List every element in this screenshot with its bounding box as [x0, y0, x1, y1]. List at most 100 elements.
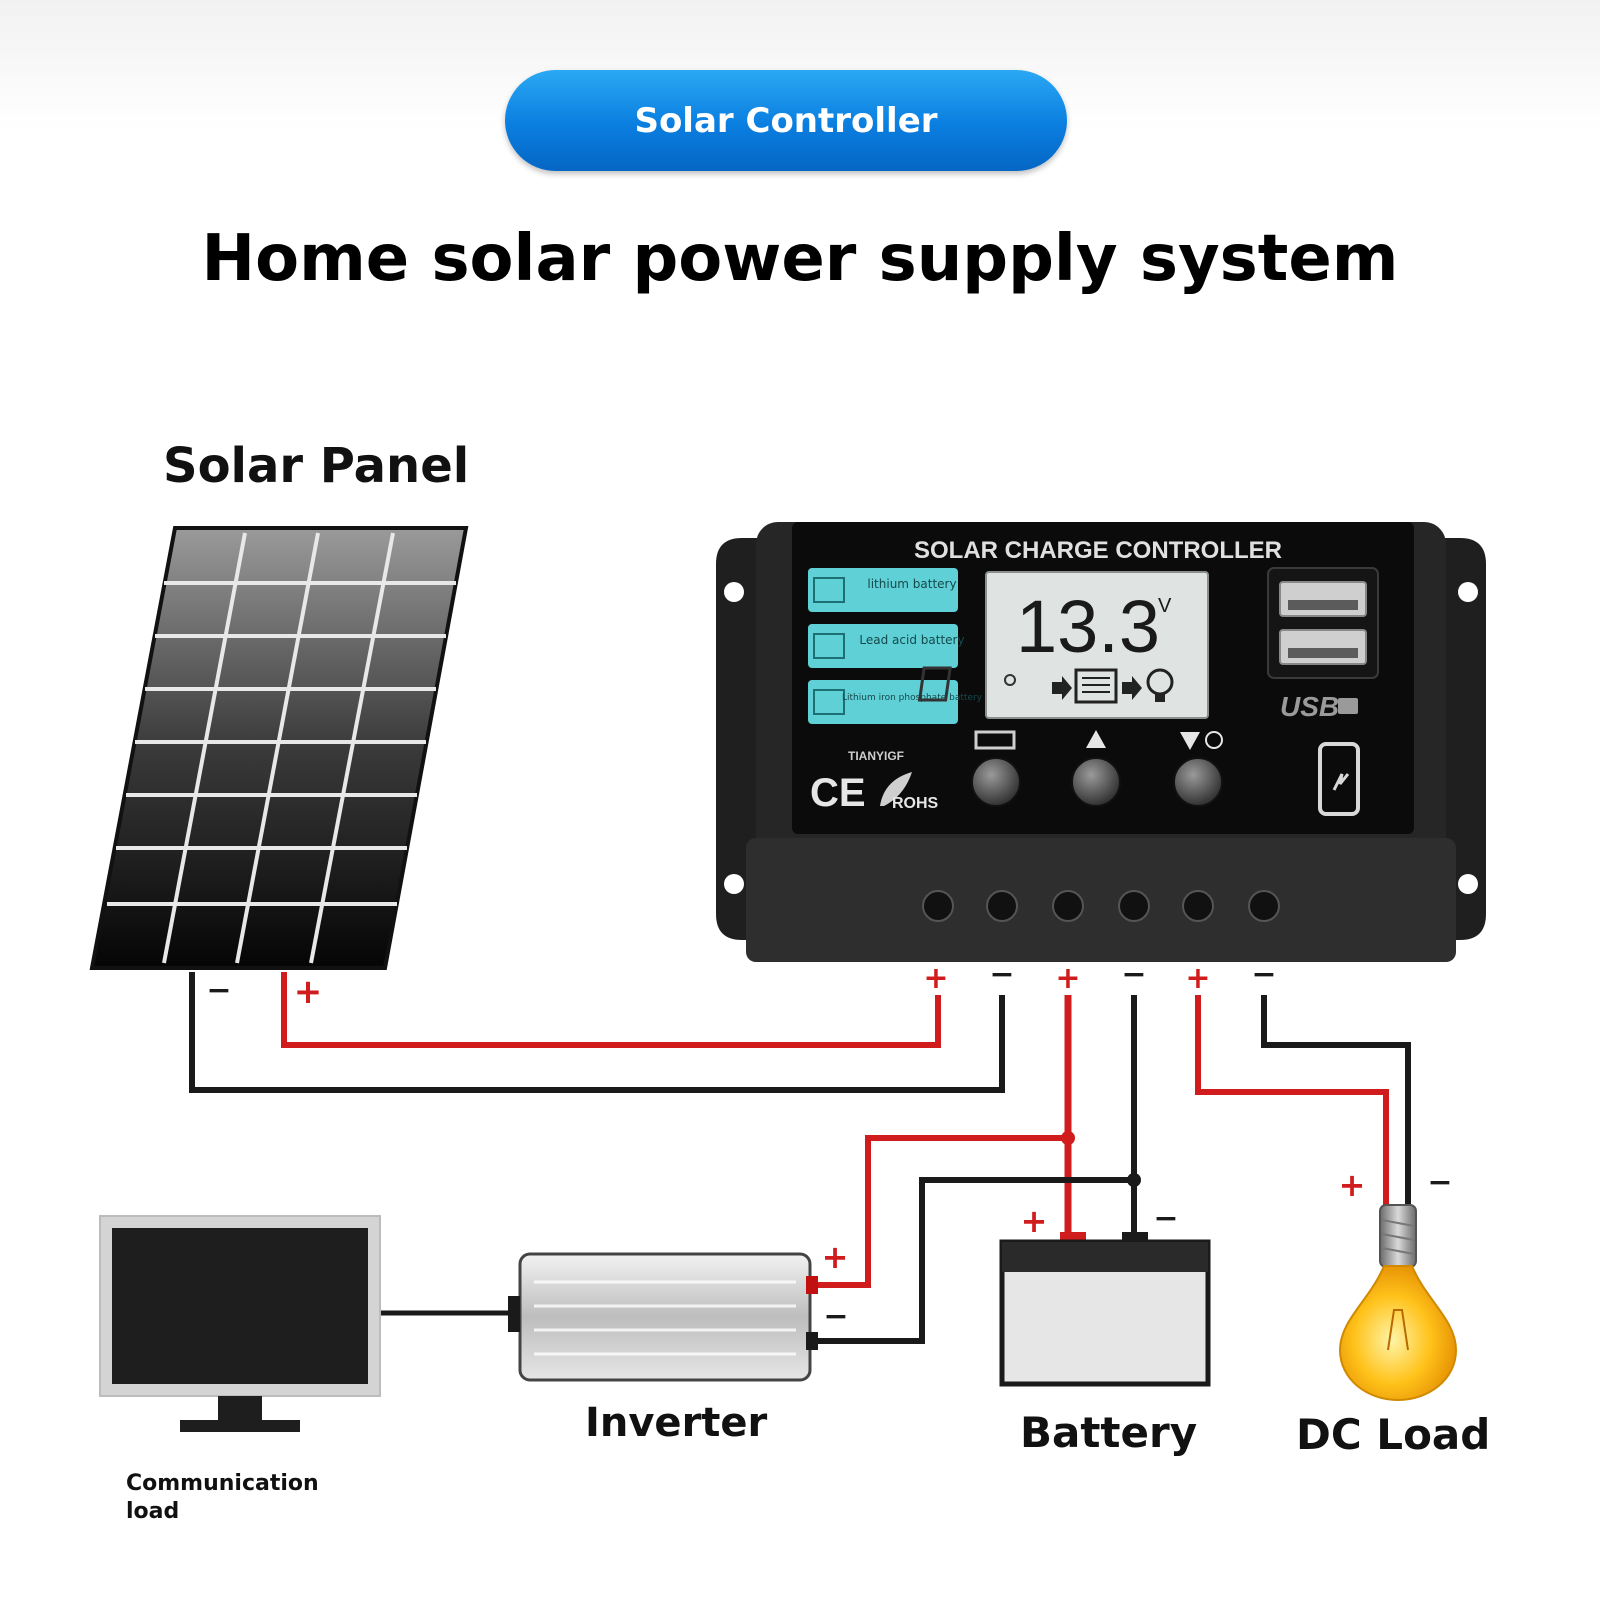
inverter-ac-port — [508, 1296, 520, 1332]
inverter-negative-terminal — [806, 1332, 818, 1350]
bulb-glass — [1338, 1265, 1458, 1402]
battery-minus-mark: − — [1153, 1201, 1178, 1236]
bulb-icon — [1205, 731, 1223, 749]
monitor-base — [180, 1420, 300, 1432]
wires — [189, 972, 1411, 1344]
dc-load-label: DC Load — [1296, 1410, 1491, 1459]
menu-icon — [974, 730, 1016, 750]
usb-plug-icon — [1338, 698, 1358, 714]
bulb-base — [1155, 694, 1165, 702]
down-button[interactable] — [1173, 757, 1223, 807]
controller-title: SOLAR CHARGE CONTROLLER — [914, 537, 1282, 564]
type-label-lithium: lithium battery — [867, 577, 956, 591]
bulb-plus-mark: + — [1339, 1166, 1366, 1204]
pv-plus-mark: + — [923, 961, 948, 996]
rohs-mark: ROHS — [892, 795, 939, 812]
bulb-threads — [1381, 1219, 1415, 1255]
bulb-filament — [1387, 1309, 1409, 1351]
up-button[interactable] — [1071, 757, 1121, 807]
mount-hole — [1458, 582, 1478, 602]
mount-hole — [724, 582, 744, 602]
type-button-lithium[interactable] — [808, 568, 958, 612]
menu-button[interactable] — [971, 757, 1021, 807]
leaf-icon — [880, 772, 912, 806]
load-minus-mark: − — [1251, 957, 1276, 992]
inverter-label: Inverter — [585, 1400, 768, 1446]
monitor-icon — [99, 1215, 381, 1432]
panel-positive-wire — [281, 972, 941, 1048]
battery-label: Battery — [1020, 1408, 1198, 1457]
load-positive-wire — [1195, 995, 1389, 1205]
usb-port-2-tongue — [1288, 648, 1358, 658]
negative-junction — [1127, 1173, 1141, 1187]
panel-plus-mark: + — [294, 972, 323, 1012]
inverter-body — [518, 1252, 812, 1382]
arrow-icon — [1122, 676, 1142, 700]
battery-icon — [999, 1232, 1211, 1387]
ce-mark: CE — [810, 771, 866, 815]
polarity-marks: − + + − + − + − + − + − + − — [206, 957, 1452, 1334]
lcd-screen — [985, 571, 1209, 719]
panel-negative-wire — [189, 972, 1005, 1093]
type-label-lifepo4: Lithium iron phosphate battery — [842, 693, 983, 703]
battery-bars — [1082, 677, 1110, 693]
monitor-neck — [218, 1396, 262, 1420]
load-plus-mark: + — [1185, 961, 1210, 996]
up-icon — [1086, 730, 1106, 748]
solar-panel-icon — [89, 526, 469, 970]
arrow-icon — [1052, 676, 1072, 700]
solar-controller-badge: Solar Controller — [505, 70, 1067, 171]
terminal-bat-plus — [1052, 890, 1084, 922]
usb-port-1[interactable] — [1279, 581, 1367, 617]
battery-plus-mark: + — [1021, 1202, 1048, 1240]
solar-panel-label: Solar Panel — [163, 438, 470, 494]
bolt — [1332, 773, 1350, 791]
terminal-pv-minus — [986, 890, 1018, 922]
solar-panel-icon — [917, 666, 952, 702]
battery-icon — [813, 633, 845, 659]
usb-port-2[interactable] — [1279, 629, 1367, 665]
terminal-load-plus — [1182, 890, 1214, 922]
headline: Home solar power supply system — [201, 222, 1399, 296]
inverter-minus-mark: − — [823, 1299, 848, 1334]
lcd-display: 13.3 V — [917, 571, 1209, 719]
inverter-icon — [508, 1252, 818, 1382]
positive-junction — [1061, 1131, 1075, 1145]
usb-port-1-tongue — [1288, 600, 1358, 610]
panel-minus-mark: − — [206, 973, 231, 1008]
battery-lid — [1002, 1242, 1208, 1272]
inverter-fins — [534, 1280, 796, 1356]
lcd-voltage-unit: V — [1158, 595, 1172, 617]
lcd-status-icons — [917, 666, 1174, 704]
down-icon — [1180, 732, 1200, 750]
communication-load-label: Communication load — [126, 1471, 319, 1524]
right-flange — [1440, 538, 1486, 940]
type-button-lead-acid[interactable] — [808, 624, 958, 668]
brand-label: TIANYIGF — [848, 749, 904, 763]
inverter-positive-terminal — [806, 1276, 818, 1294]
battery-icon — [813, 577, 845, 603]
terminal-load-minus — [1248, 890, 1280, 922]
phone-charge-icon — [1318, 742, 1360, 816]
lcd-voltage-value: 13.3 — [1016, 585, 1160, 668]
terminal-bat-minus — [1118, 890, 1150, 922]
inverter-plus-mark: + — [822, 1238, 849, 1276]
bat-plus-mark: + — [1055, 961, 1080, 996]
inverter-positive-wire — [812, 1135, 1068, 1288]
monitor-screen — [112, 1228, 368, 1384]
control-buttons — [971, 730, 1223, 807]
mount-hole — [724, 874, 744, 894]
pv-minus-mark: − — [989, 957, 1014, 992]
battery-type-buttons: lithium battery Lead acid battery Lithiu… — [808, 568, 983, 724]
usb-port-icon: USB — [1267, 567, 1379, 722]
type-label-lead-acid: Lead acid battery — [859, 633, 964, 647]
inverter-negative-wire — [812, 1177, 1134, 1344]
load-negative-wire — [1261, 995, 1411, 1205]
sun-icon — [1004, 674, 1016, 686]
badge-text: Solar Controller — [634, 100, 938, 141]
bat-minus-mark: − — [1121, 957, 1146, 992]
terminal-screws — [922, 890, 1280, 922]
terminal-block — [746, 838, 1456, 962]
mount-hole — [1458, 874, 1478, 894]
